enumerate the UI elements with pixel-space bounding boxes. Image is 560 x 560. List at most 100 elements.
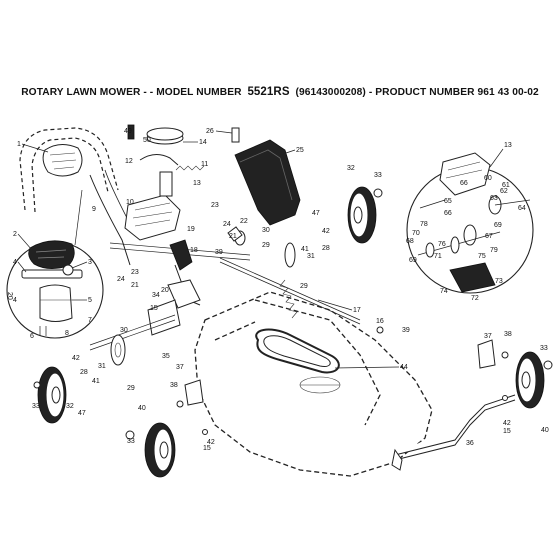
part-label-38: 38 (170, 382, 178, 389)
part-label-31: 31 (307, 253, 315, 260)
part-label-21b: 21 (131, 282, 139, 289)
part-label-64: 64 (518, 205, 526, 212)
title-separator: - (365, 87, 376, 98)
part-label-13: 13 (193, 180, 201, 187)
part-label-28b: 28 (80, 369, 88, 376)
wheel-rear-left (37, 366, 67, 424)
part-label-9: 9 (92, 206, 96, 213)
part-labels: 1 9 2 3 4 5 4 7 8 6 49 50 14 11 13 12 10… (13, 128, 549, 452)
part-label-36: 36 (466, 440, 474, 447)
part-label-20: 20 (161, 287, 169, 294)
part-label-78: 78 (420, 221, 428, 228)
part-label-79: 79 (490, 247, 498, 254)
part-label-26: 26 (206, 128, 214, 135)
part-label-65: 65 (444, 198, 452, 205)
part-label-76: 76 (438, 241, 446, 248)
part-label-2: 2 (13, 231, 17, 238)
part-label-35: 35 (162, 353, 170, 360)
part-label-25: 25 (296, 147, 304, 154)
part-label-61: 61 (502, 182, 510, 189)
part-label-62: 62 (500, 188, 508, 195)
part-label-8: 8 (65, 330, 69, 337)
part-label-14: 14 (199, 139, 207, 146)
part-label-38b: 38 (504, 331, 512, 338)
part-label-39: 39 (215, 249, 223, 256)
model-number: 5521RS (247, 86, 290, 98)
part-label-23: 23 (211, 202, 219, 209)
part-label-69: 69 (494, 222, 502, 229)
transmission (109, 124, 251, 261)
part-label-21: 21 (229, 233, 237, 240)
blade-loop (255, 328, 340, 374)
part-label-41: 41 (301, 246, 309, 253)
part-label-31b: 31 (98, 363, 106, 370)
part-label-7: 7 (88, 317, 92, 324)
transmission-detail-callout (406, 152, 534, 294)
part-label-42b: 42 (72, 355, 80, 362)
part-label-47: 47 (312, 210, 320, 217)
wheel-rear-right (347, 186, 377, 244)
part-label-24: 24 (223, 221, 231, 228)
part-label-18: 18 (190, 247, 198, 254)
model-code: (96143000208) (295, 87, 366, 98)
part-label-17: 17 (353, 307, 361, 314)
part-label-40: 40 (138, 405, 146, 412)
part-label-19: 19 (187, 226, 195, 233)
wheel-front-left (144, 422, 176, 478)
part-label-50: 50 (143, 137, 151, 144)
handle-detail-callout (6, 189, 104, 339)
part-label-69b: 69 (409, 257, 417, 264)
part-label-42d: 42 (503, 420, 511, 427)
part-label-30: 30 (262, 227, 270, 234)
front-axle (184, 339, 516, 471)
part-label-16: 16 (376, 318, 384, 325)
wheel-front-right (515, 351, 545, 409)
part-label-34: 34 (152, 292, 160, 299)
part-label-41b: 41 (92, 378, 100, 385)
title-prefix: ROTARY LAWN MOWER - - MODEL NUMBER (21, 87, 242, 98)
part-label-63: 63 (490, 195, 498, 202)
part-label-72: 72 (471, 295, 479, 302)
part-label-42c: 42 (207, 439, 215, 446)
part-label-30b: 30 (120, 327, 128, 334)
part-label-73: 73 (495, 278, 503, 285)
handle-assembly (19, 127, 131, 266)
part-label-74: 74 (440, 288, 448, 295)
part-label-4b: 4 (13, 297, 17, 304)
part-label-33c: 33 (127, 438, 135, 445)
part-label-37b: 37 (484, 333, 492, 340)
mower-deck (194, 291, 433, 477)
diagram-title: ROTARY LAWN MOWER - - MODEL NUMBER 5521R… (0, 86, 560, 98)
part-label-32b: 32 (66, 403, 74, 410)
part-label-23b: 23 (131, 269, 139, 276)
part-label-6: 6 (30, 333, 34, 340)
part-label-29c: 29 (127, 385, 135, 392)
grass-bag (231, 127, 301, 226)
part-label-75: 75 (478, 253, 486, 260)
part-label-37: 37 (176, 364, 184, 371)
part-label-60: 60 (484, 175, 492, 182)
part-label-39b: 39 (402, 327, 410, 334)
part-label-42: 42 (322, 228, 330, 235)
rear-axle-parts (89, 226, 384, 366)
part-label-24b: 24 (117, 276, 125, 283)
part-label-66: 66 (460, 180, 468, 187)
part-label-10: 10 (126, 199, 134, 206)
part-label-28: 28 (322, 245, 330, 252)
part-label-15c: 15 (503, 428, 511, 435)
part-label-15b: 15 (203, 445, 211, 452)
part-label-32: 32 (347, 165, 355, 172)
part-label-11: 11 (201, 161, 208, 168)
part-label-5: 5 (88, 297, 92, 304)
part-label-22: 22 (240, 218, 248, 225)
part-label-67: 67 (485, 233, 493, 240)
side-page-label: 20 (6, 292, 13, 300)
part-label-33d: 33 (540, 345, 548, 352)
part-label-29: 29 (262, 242, 270, 249)
part-label-12: 12 (125, 158, 133, 165)
part-label-15: 15 (150, 305, 158, 312)
part-label-3: 3 (88, 259, 92, 266)
hardware (33, 188, 553, 440)
part-label-40b: 40 (541, 427, 549, 434)
part-label-33b: 33 (32, 403, 40, 410)
